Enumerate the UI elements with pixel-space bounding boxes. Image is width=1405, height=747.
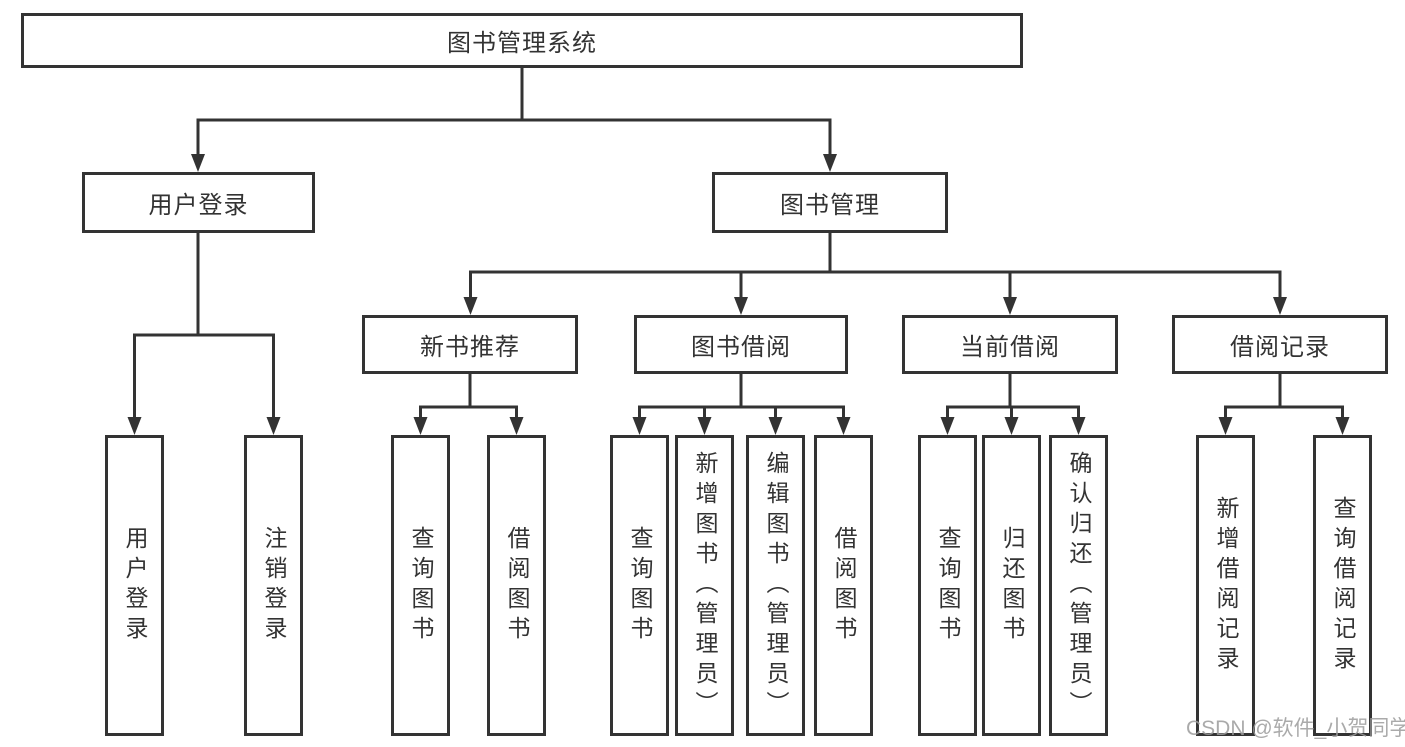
edge-line [469,232,1282,298]
edges-book-management [463,232,1287,315]
arrowhead-icon [413,417,428,435]
leaf-label: 新增图书（管理员） [692,450,718,721]
leaf-label: 注销登录 [261,525,287,646]
edge-line [946,374,1080,418]
arrowhead-icon [266,417,281,435]
edges-borrow-record [1218,374,1350,435]
arrowhead-icon [632,417,647,435]
edge-line [133,232,275,418]
leaf-label: 查询图书 [408,525,434,646]
leaf-label: 借阅图书 [504,525,530,646]
arrowhead-icon [836,417,851,435]
node-label: 用户登录 [148,192,249,219]
leaf-label: 编辑图书（管理员） [763,450,789,721]
leaf-label: 查询借阅记录 [1330,495,1356,676]
leaf-return-book: 归还图书 [982,435,1041,736]
leaf-confirm-return-admin: 确认归还（管理员） [1049,435,1108,736]
arrowhead-icon [127,417,142,435]
leaf-user-login: 用户登录 [105,435,164,736]
edge-line [1224,374,1344,418]
arrowhead-icon [1273,297,1287,315]
arrowhead-icon [1071,417,1086,435]
arrowhead-icon [734,297,748,315]
node-label: 图书管理 [780,192,880,219]
leaf-add-borrow-record: 新增借阅记录 [1196,435,1255,736]
arrowhead-icon [768,417,783,435]
leaf-label: 新增借阅记录 [1213,495,1239,676]
node-user-login: 用户登录 [82,172,315,233]
node-book-management: 图书管理 [712,172,948,233]
leaf-label: 用户登录 [122,525,148,646]
node-current-borrow: 当前借阅 [902,315,1118,374]
leaf-borrow-books: 借阅图书 [814,435,873,736]
node-label: 新书推荐 [420,334,520,361]
leaf-label: 查询图书 [627,525,653,646]
arrowhead-icon [1003,297,1017,315]
node-label: 借阅记录 [1230,334,1330,361]
arrowhead-icon [697,417,712,435]
leaf-query-books-current: 查询图书 [918,435,977,736]
node-borrow-record: 借阅记录 [1172,315,1388,374]
leaf-label: 归还图书 [999,525,1025,646]
arrowhead-icon [1004,417,1019,435]
edges-book-borrow [632,374,851,435]
edges-root [191,68,837,172]
leaf-query-books-borrow: 查询图书 [610,435,669,736]
edges-user-login [127,232,281,435]
arrowhead-icon [1335,417,1350,435]
arrowhead-icon [940,417,955,435]
leaf-edit-book-admin: 编辑图书（管理员） [746,435,805,736]
leaf-query-books-recommend: 查询图书 [391,435,450,736]
edges-current-borrow [940,374,1086,435]
node-label: 当前借阅 [960,334,1060,361]
node-label: 图书管理系统 [447,30,597,57]
csdn-watermark: CSDN @软件_小贺同学 [1186,717,1405,740]
leaf-query-borrow-record: 查询借阅记录 [1313,435,1372,736]
leaf-logout: 注销登录 [244,435,303,736]
node-new-book-recommend: 新书推荐 [362,315,578,374]
edge-line [638,374,845,418]
edges-new-book-recommend [413,374,524,435]
edge-line [419,374,518,418]
arrowhead-icon [463,297,478,315]
arrowhead-icon [509,417,524,435]
edge-line [196,68,832,155]
leaf-label: 确认归还（管理员） [1066,450,1092,721]
leaf-add-book-admin: 新增图书（管理员） [675,435,734,736]
arrowhead-icon [191,154,205,172]
leaf-label: 借阅图书 [831,525,857,646]
arrowhead-icon [1218,417,1233,435]
leaf-borrow-books-recommend: 借阅图书 [487,435,546,736]
node-system-root: 图书管理系统 [21,13,1023,68]
leaf-label: 查询图书 [935,525,961,646]
node-label: 图书借阅 [691,334,791,361]
node-book-borrow: 图书借阅 [634,315,848,374]
arrowhead-icon [823,154,837,172]
